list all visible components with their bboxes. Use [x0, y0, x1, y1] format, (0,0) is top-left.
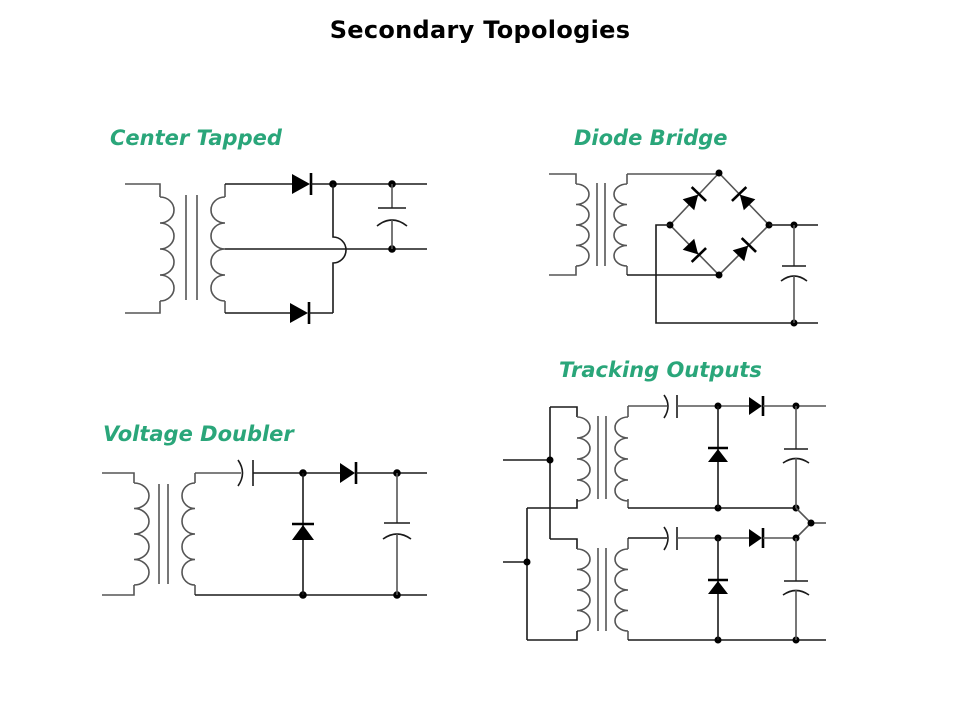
diode-icon — [732, 237, 757, 262]
voltage-doubler-schematic — [102, 459, 427, 599]
transformer-icon — [527, 406, 629, 509]
diode-bridge-label: Diode Bridge — [574, 126, 728, 150]
diode-icon — [682, 238, 707, 263]
voltage-doubler-label: Voltage Doubler — [103, 422, 294, 446]
capacitor-icon — [782, 538, 810, 640]
transformer-icon — [125, 183, 226, 314]
center-tapped-schematic — [125, 173, 427, 324]
center-tapped-label: Center Tapped — [110, 126, 282, 150]
slide-title: Secondary Topologies — [329, 16, 631, 44]
diode-icon — [682, 186, 707, 211]
transformer-icon — [102, 472, 196, 596]
diode-icon — [708, 578, 728, 594]
capacitor-icon — [780, 225, 808, 323]
diode-icon — [749, 396, 765, 416]
tracking-outputs-label: Tracking Outputs — [559, 358, 762, 382]
transformer-icon — [527, 538, 629, 641]
capacitor-icon — [382, 473, 412, 595]
diode-icon — [290, 302, 311, 324]
diode-icon — [292, 522, 314, 540]
diode-icon — [340, 462, 358, 484]
transformer-icon — [549, 173, 628, 276]
diode-icon — [708, 446, 728, 462]
capacitor-icon — [782, 406, 810, 508]
capacitor-icon — [376, 184, 408, 249]
diode-icon — [292, 173, 313, 195]
diode-icon — [749, 528, 765, 548]
diode-bridge-schematic — [549, 169, 818, 327]
tracking-outputs-schematic — [503, 394, 826, 644]
diode-icon — [731, 186, 756, 211]
